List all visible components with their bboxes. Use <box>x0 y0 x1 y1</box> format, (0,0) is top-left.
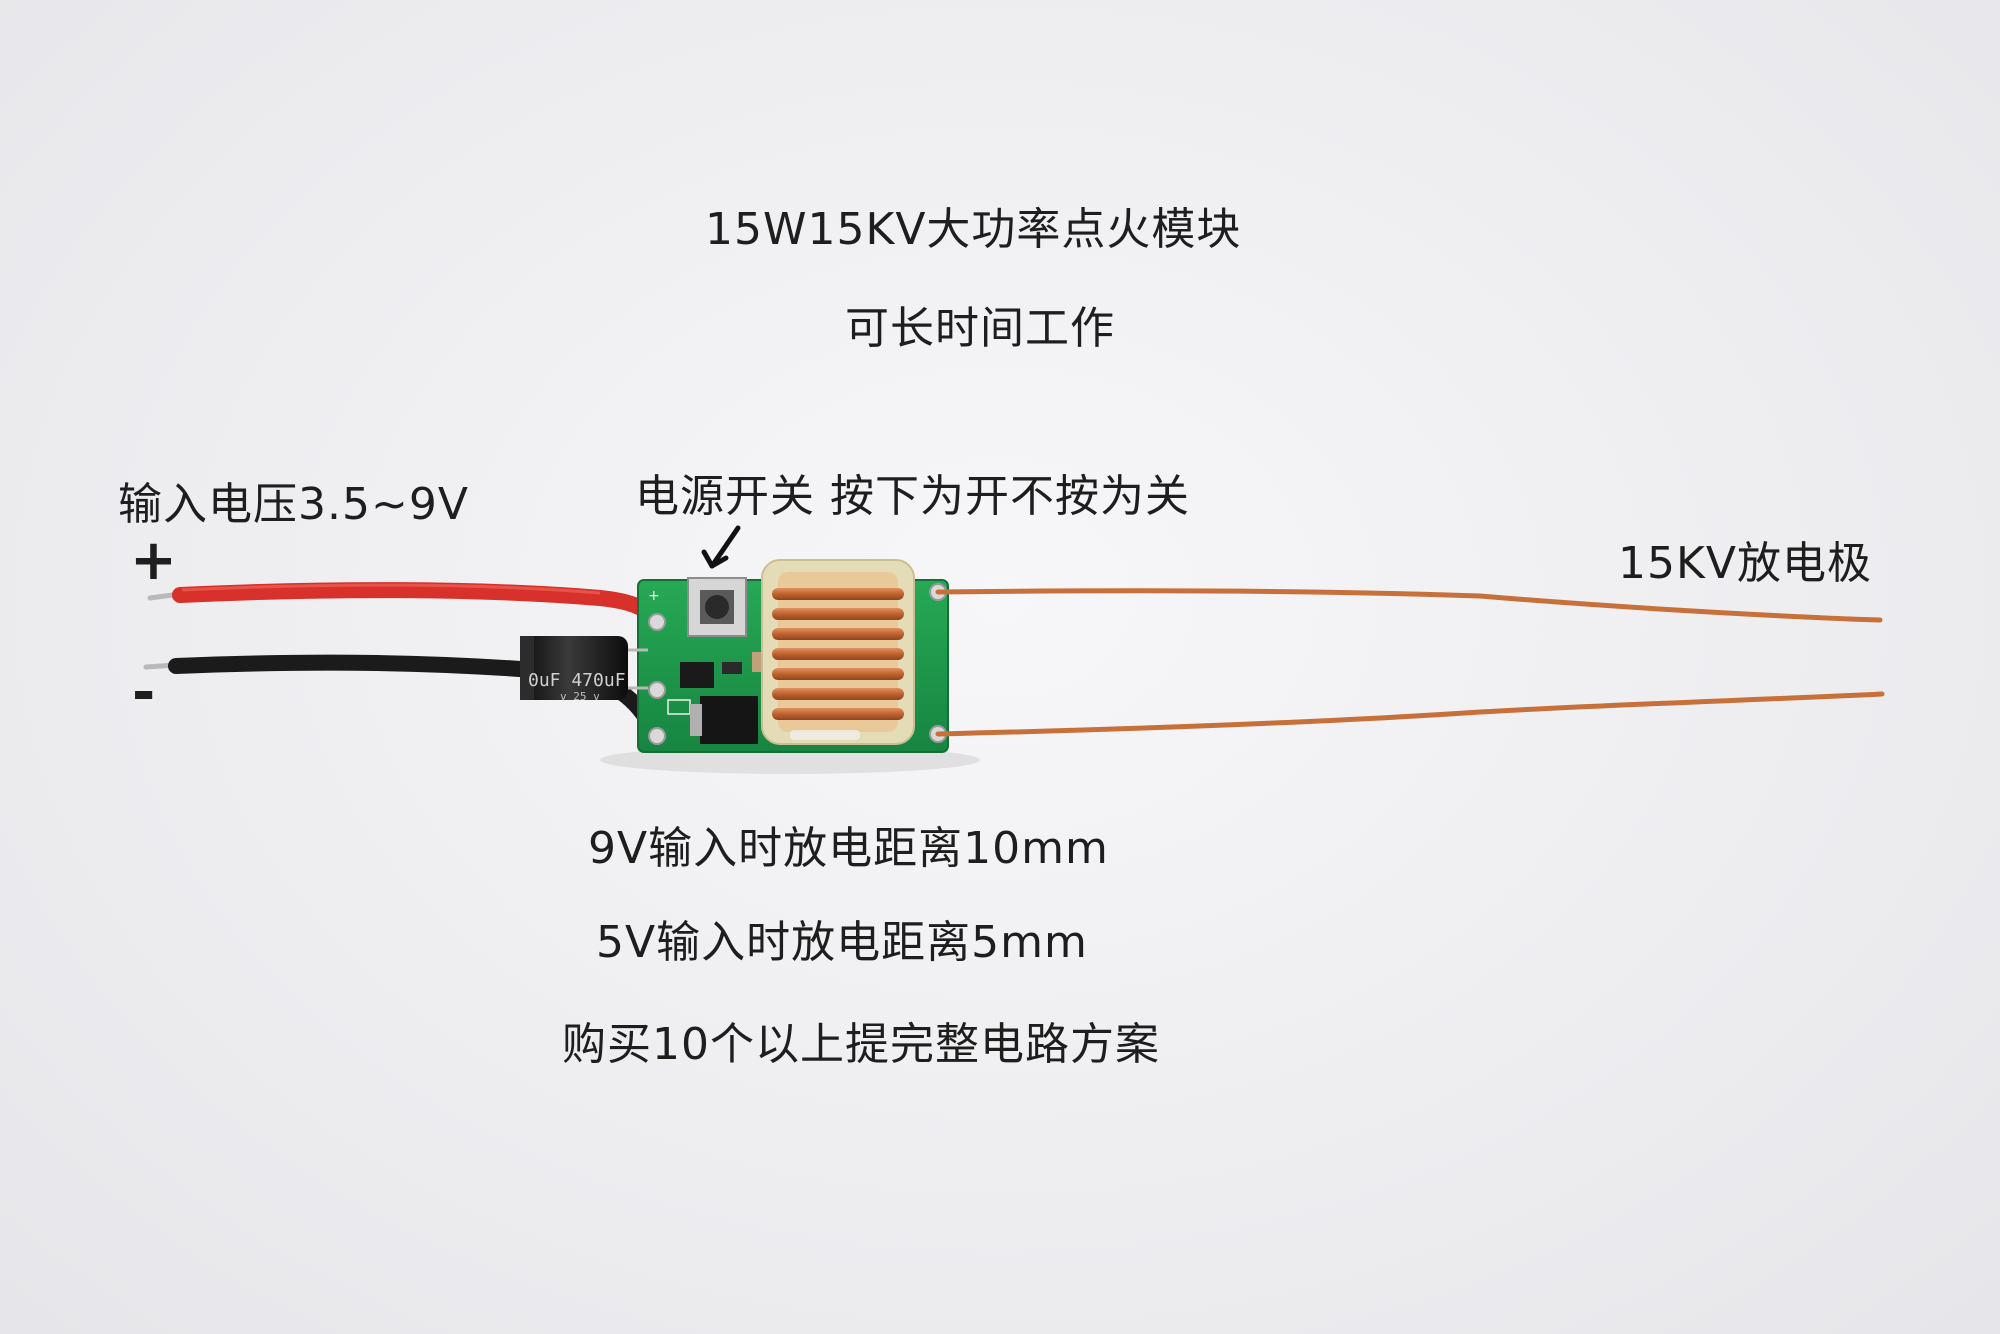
negative-terminal-label: - <box>132 660 157 725</box>
hv-transformer <box>761 559 915 745</box>
switch-arrow <box>701 525 741 569</box>
svg-text:v 25 v: v 25 v <box>560 690 600 703</box>
product-title: 15W15KV大功率点火模块 <box>705 204 1242 255</box>
electrolytic-capacitor: 0uF 470uF v 25 v <box>520 636 648 703</box>
bulk-purchase-note: 购买10个以上提完整电路方案 <box>562 1019 1160 1070</box>
ic-chip <box>680 662 714 688</box>
svg-text:+: + <box>648 588 660 604</box>
red-wire <box>147 582 666 633</box>
spec-9v-distance: 9V输入时放电距离10mm <box>588 823 1109 874</box>
smd-resistor <box>722 662 742 674</box>
power-switch-label: 电源开关 按下为开不按为关 <box>635 471 1190 522</box>
black-wire <box>143 654 663 743</box>
push-switch <box>687 577 747 637</box>
input-voltage-label: 输入电压3.5~9V <box>118 479 469 530</box>
spec-5v-distance: 5V输入时放电距离5mm <box>596 917 1088 968</box>
svg-text:0uF 470uF: 0uF 470uF <box>528 670 626 691</box>
electrode-label: 15KV放电极 <box>1618 538 1872 589</box>
positive-terminal-label: + <box>130 528 178 593</box>
electrode-wires <box>935 588 1885 737</box>
product-subtitle: 可长时间工作 <box>845 303 1115 354</box>
copper-windings <box>772 588 904 720</box>
mosfet <box>700 696 758 744</box>
